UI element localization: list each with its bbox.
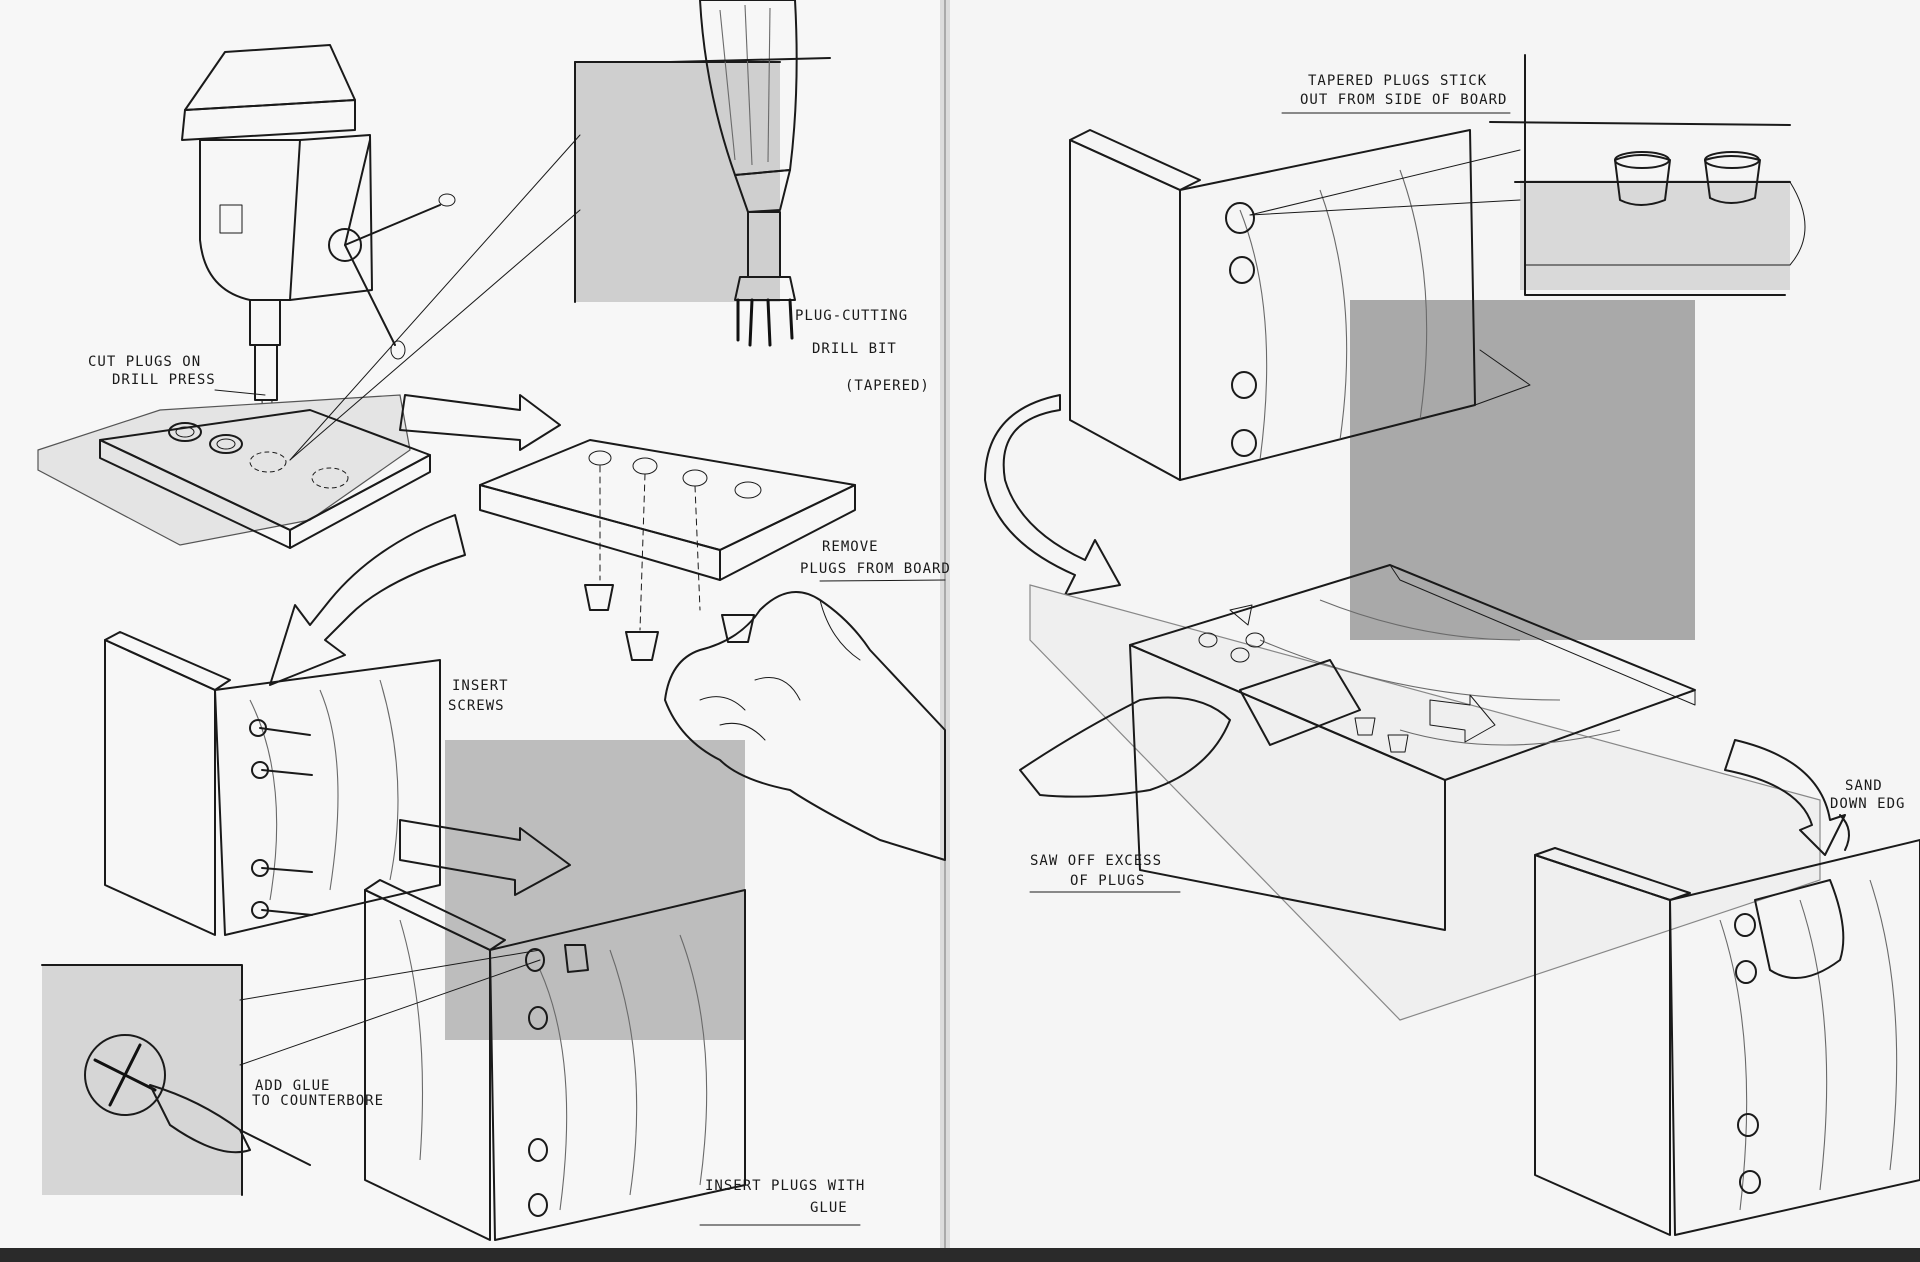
label-bit: PLUG-CUTTING — [795, 308, 908, 324]
screws — [249, 719, 313, 919]
arrow-to-plug-board — [399, 819, 571, 896]
plugged-boards — [239, 879, 746, 1241]
protruding-plug-boards — [1069, 129, 1531, 481]
label-insert-plugs-2: GLUE — [810, 1200, 848, 1216]
holed-board — [479, 439, 856, 631]
glue-inset — [41, 964, 311, 1196]
tapered-plugs-inset — [1489, 54, 1806, 296]
drill-press — [181, 44, 456, 466]
screwed-boards — [104, 631, 441, 936]
marker-shading-left — [42, 62, 780, 1195]
drill-press-board — [37, 134, 581, 549]
label-tapered-2: OUT FROM SIDE OF BOARD — [1300, 92, 1507, 108]
label-glue: ADD GLUE — [255, 1078, 330, 1094]
label-saw: SAW OFF EXCESS — [1030, 853, 1162, 869]
saw-step — [1019, 564, 1821, 1021]
label-saw-2: OF PLUGS — [1070, 873, 1145, 889]
label-screws-2: SCREWS — [448, 698, 505, 714]
label-sand: SAND — [1845, 778, 1883, 794]
label-underlines — [214, 112, 1511, 1226]
label-bit-2: DRILL BIT — [812, 341, 897, 357]
label-screws: INSERT — [452, 678, 509, 694]
falling-plugs — [584, 584, 755, 661]
label-cut-plugs-2: DRILL PRESS — [112, 372, 216, 388]
label-insert-plugs: INSERT PLUGS WITH — [705, 1178, 865, 1194]
label-glue-2: TO COUNTERBORE — [252, 1093, 384, 1109]
label-tapered: TAPERED PLUGS STICK — [1308, 73, 1487, 89]
arrow-to-sanded-board — [1724, 739, 1846, 856]
sanded-boards — [1534, 814, 1920, 1236]
label-remove: REMOVE — [822, 539, 879, 555]
curved-arrow-2 — [984, 394, 1121, 596]
arrow-to-holed-board — [399, 394, 561, 451]
hand-removing-plugs — [664, 591, 946, 861]
curved-arrow-1 — [269, 514, 466, 686]
plug-cutting-bit — [669, 0, 831, 347]
label-cut-plugs: CUT PLUGS ON — [88, 354, 201, 370]
label-bit-3: (TAPERED) — [845, 378, 930, 394]
label-remove-2: PLUGS FROM BOARD — [800, 561, 951, 577]
label-sand-2: DOWN EDG — [1830, 796, 1905, 812]
labels: CUT PLUGS ON DRILL PRESS PLUG-CUTTING DR… — [88, 73, 1905, 1216]
